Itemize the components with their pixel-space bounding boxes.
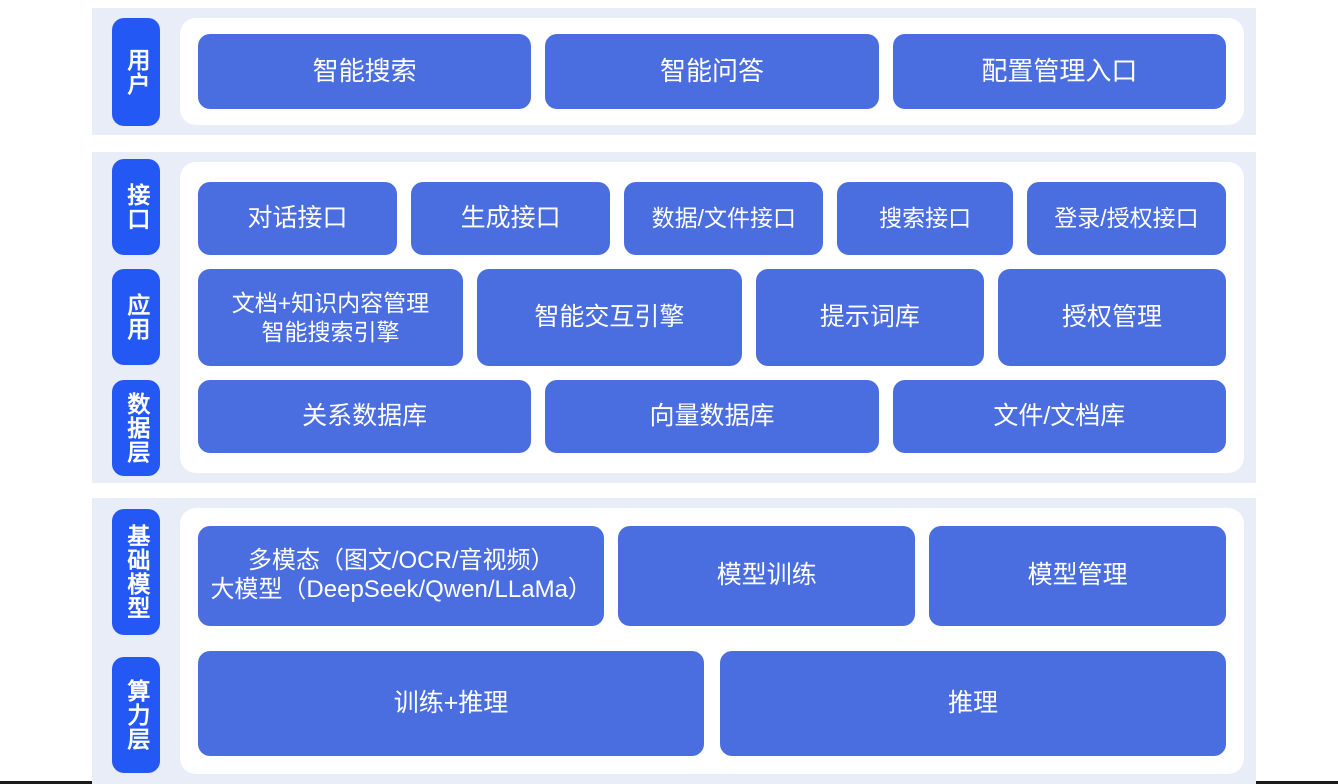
box-authorization-management[interactable]: 授权管理 — [997, 268, 1226, 367]
section-user: 用户 智能搜索 智能问答 配置管理入口 — [92, 8, 1256, 135]
layer-tab-interface[interactable]: 接口 — [112, 159, 160, 256]
row-foundation-model: 多模态（图文/OCR/音视频） 大模型（DeepSeek/Qwen/LLaMa）… — [198, 526, 1226, 626]
box-data-file-api[interactable]: 数据/文件接口 — [624, 182, 824, 255]
box-model-management[interactable]: 模型管理 — [929, 526, 1226, 626]
box-generation-api[interactable]: 生成接口 — [411, 182, 611, 255]
tab-rail-user: 用户 — [92, 8, 180, 135]
layer-tab-user[interactable]: 用户 — [112, 17, 160, 126]
section-base: 基础模型 算力层 多模态（图文/OCR/音视频） 大模型（DeepSeek/Qw… — [92, 498, 1256, 784]
layer-tab-application[interactable]: 应用 — [112, 269, 160, 366]
box-doc-knowledge-and-search-engine[interactable]: 文档+知识内容管理 智能搜索引擎 — [198, 268, 463, 367]
box-smart-interaction-engine[interactable]: 智能交互引擎 — [476, 268, 742, 367]
tab-rail-middle: 接口 应用 数据层 — [92, 152, 180, 483]
box-smart-qa[interactable]: 智能问答 — [545, 34, 879, 109]
rail-cell: 数据层 — [92, 373, 180, 483]
layer-tab-foundation-model[interactable]: 基础模型 — [112, 509, 160, 636]
box-multimodal-large-model[interactable]: 多模态（图文/OCR/音视频） 大模型（DeepSeek/Qwen/LLaMa） — [198, 526, 605, 626]
panel-middle: 对话接口 生成接口 数据/文件接口 搜索接口 登录/授权接口 文档+知识内容管理… — [180, 162, 1244, 473]
box-file-document-store[interactable]: 文件/文档库 — [892, 380, 1226, 453]
rail-cell: 算力层 — [92, 647, 180, 784]
row-data-layer: 关系数据库 向量数据库 文件/文档库 — [198, 380, 1226, 453]
box-config-management-entry[interactable]: 配置管理入口 — [892, 34, 1226, 109]
panel-base: 多模态（图文/OCR/音视频） 大模型（DeepSeek/Qwen/LLaMa）… — [180, 508, 1244, 774]
layer-tab-data[interactable]: 数据层 — [112, 379, 160, 476]
box-login-auth-api[interactable]: 登录/授权接口 — [1026, 182, 1226, 255]
box-dialog-api[interactable]: 对话接口 — [198, 182, 398, 255]
rail-cell: 基础模型 — [92, 498, 180, 647]
box-prompt-library[interactable]: 提示词库 — [755, 268, 984, 367]
box-model-training[interactable]: 模型训练 — [618, 526, 916, 626]
layer-tab-compute[interactable]: 算力层 — [112, 657, 160, 774]
rail-cell: 应用 — [92, 262, 180, 372]
box-training-plus-inference[interactable]: 训练+推理 — [198, 651, 704, 756]
row-application: 文档+知识内容管理 智能搜索引擎 智能交互引擎 提示词库 授权管理 — [198, 268, 1226, 367]
tab-rail-base: 基础模型 算力层 — [92, 498, 180, 784]
box-search-api[interactable]: 搜索接口 — [837, 182, 1013, 255]
row-user-entries: 智能搜索 智能问答 配置管理入口 — [198, 34, 1226, 109]
row-interface: 对话接口 生成接口 数据/文件接口 搜索接口 登录/授权接口 — [198, 182, 1226, 255]
box-vector-database[interactable]: 向量数据库 — [545, 380, 879, 453]
section-middle: 接口 应用 数据层 对话接口 生成接口 数据/文件接口 搜索接口 登录/授权接口… — [92, 152, 1256, 483]
box-smart-search[interactable]: 智能搜索 — [198, 34, 532, 109]
rail-cell: 用户 — [92, 8, 180, 135]
rail-cell: 接口 — [92, 152, 180, 262]
box-inference[interactable]: 推理 — [720, 651, 1226, 756]
panel-user: 智能搜索 智能问答 配置管理入口 — [180, 18, 1244, 125]
box-relational-database[interactable]: 关系数据库 — [198, 380, 532, 453]
row-compute-layer: 训练+推理 推理 — [198, 651, 1226, 756]
